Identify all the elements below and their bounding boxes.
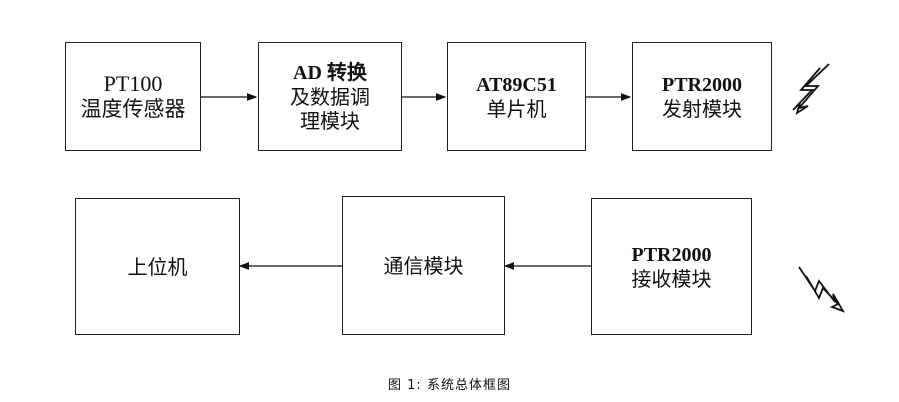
tx-module-block: PTR2000 发射模块 <box>632 42 772 151</box>
mcu-label: 单片机 <box>486 96 547 121</box>
rx-model-label: PTR2000 <box>631 243 712 266</box>
rx-module-label: 接收模块 <box>631 266 712 291</box>
tx-module-label: 发射模块 <box>662 96 742 121</box>
mcu-block: AT89C51 单片机 <box>447 42 586 151</box>
tx-model-label: PTR2000 <box>662 73 742 96</box>
ad-conversion-block: AD 转换 及数据调 理模块 <box>258 42 402 151</box>
comm-module-label: 通信模块 <box>383 253 464 278</box>
temperature-sensor-label: 温度传感器 <box>80 97 186 122</box>
host-pc-label: 上位机 <box>127 254 188 279</box>
rx-module-block: PTR2000 接收模块 <box>591 198 752 335</box>
pt100-sensor-block: PT100 温度传感器 <box>65 42 201 151</box>
comm-module-block: 通信模块 <box>342 196 505 335</box>
host-pc-block: 上位机 <box>75 198 240 335</box>
ad-module-label: 理模块 <box>300 108 360 133</box>
figure-caption: 图 1: 系统总体框图 <box>388 378 511 393</box>
pt100-label: PT100 <box>103 70 163 96</box>
mcu-model-label: AT89C51 <box>476 73 557 96</box>
ad-data-adjust-label: 及数据调 <box>290 84 370 109</box>
tx-lightning-bolt-icon <box>792 63 830 116</box>
ad-conversion-label: AD 转换 <box>293 61 367 84</box>
rx-lightning-bolt-icon <box>798 266 846 313</box>
